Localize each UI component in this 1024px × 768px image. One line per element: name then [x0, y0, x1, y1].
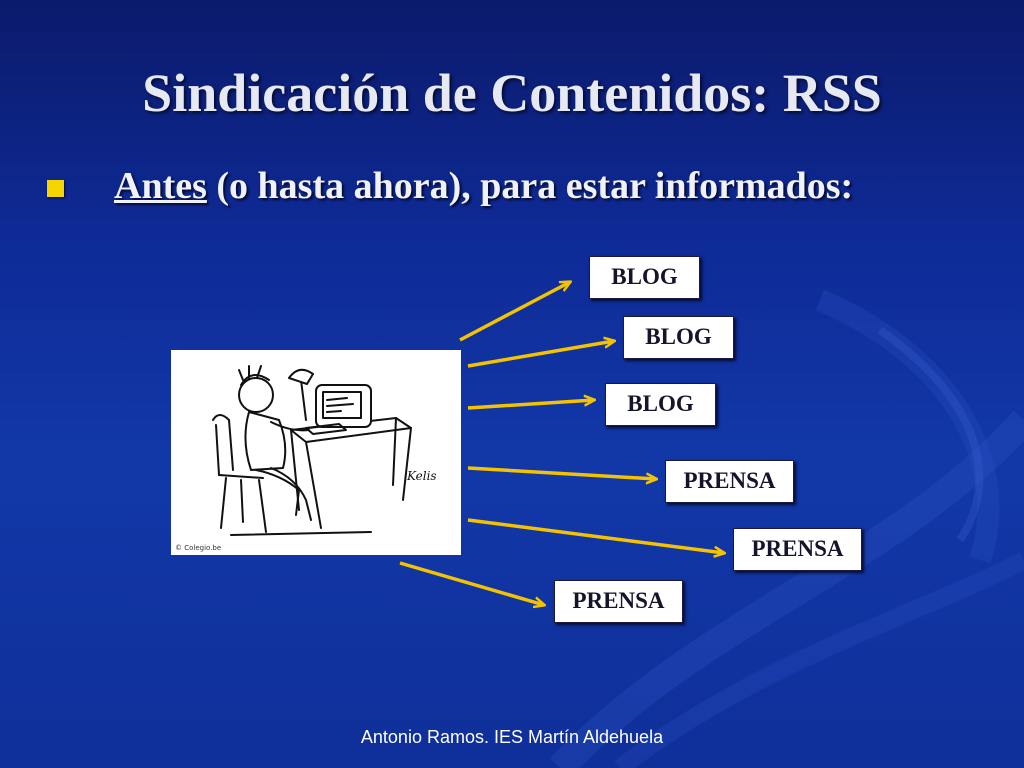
slide-title: Sindicación de Contenidos: RSS: [142, 63, 882, 123]
blog-box-2: BLOG: [623, 316, 734, 359]
bullet-text: Antes (o hasta ahora), para estar inform…: [114, 164, 853, 208]
illustration-signature: Kelis: [406, 469, 437, 483]
prensa-box-2: PRENSA: [733, 528, 862, 571]
blog-box-3: BLOG: [605, 383, 716, 426]
square-bullet-icon: [47, 179, 64, 197]
slide-footer: Antonio Ramos. IES Martín Aldehuela: [360, 727, 664, 747]
cartoon-drawing: Kelis © Colegio.be: [175, 365, 437, 552]
illustration-caption: © Colegio.be: [175, 544, 221, 552]
blog-box-1: BLOG: [589, 256, 700, 299]
bullet-point: Antes (o hasta ahora), para estar inform…: [47, 164, 853, 208]
bullet-text-underlined: Antes: [114, 165, 207, 207]
prensa-box-1: PRENSA: [665, 460, 794, 503]
prensa-box-3: PRENSA: [554, 580, 683, 623]
bullet-text-rest: (o hasta ahora), para estar informados:: [206, 165, 854, 207]
person-at-computer-illustration: Kelis © Colegio.be: [171, 350, 461, 555]
